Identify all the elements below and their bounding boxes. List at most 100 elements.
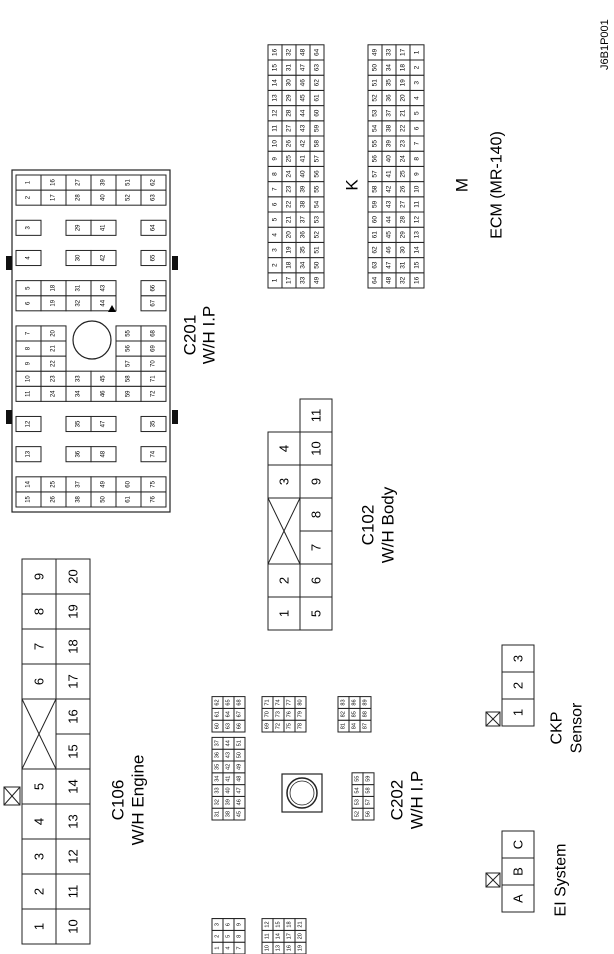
pin-cell <box>267 431 301 466</box>
pin-number: 3 <box>511 655 526 662</box>
pin-number: 58 <box>366 787 372 793</box>
c201-lock-tab <box>6 256 12 270</box>
pin-number: 18 <box>400 64 407 72</box>
pin-cell <box>40 325 67 342</box>
pin-number: 44 <box>226 740 232 746</box>
pin-number: 16 <box>414 276 421 284</box>
pin-cell <box>55 873 91 910</box>
pin-number: 13 <box>276 945 282 951</box>
pin-number: 45 <box>386 231 393 239</box>
pin-number: 27 <box>76 179 82 186</box>
pin-number: 41 <box>226 776 232 782</box>
pin-cell <box>294 696 307 709</box>
pin-number: 39 <box>101 179 107 186</box>
pin-number: 58 <box>126 375 132 382</box>
pin-number: 10 <box>265 945 271 951</box>
pin-number: 61 <box>126 495 132 502</box>
pin-number: 2 <box>26 195 32 199</box>
c202-connector: 2223242526272829301011121314151617181920… <box>211 696 427 954</box>
pin-number: 46 <box>101 390 107 397</box>
pin-number: 86 <box>352 699 358 705</box>
pin-number: 59 <box>366 776 372 782</box>
pin-number: 43 <box>101 284 107 291</box>
pin-number: 4 <box>277 445 292 452</box>
pin-number: 19 <box>298 945 304 951</box>
pin-number: 75 <box>287 723 293 729</box>
pin-number: 36 <box>215 752 221 758</box>
pin-number: 77 <box>287 699 293 705</box>
pin-cell <box>55 558 91 595</box>
pin-number: 28 <box>286 109 293 117</box>
pin-number: 12 <box>26 420 32 427</box>
pin-number: 26 <box>400 185 407 193</box>
pin-number: 69 <box>265 723 271 729</box>
pin-cell <box>309 44 325 61</box>
pin-number: 19 <box>400 79 407 87</box>
pin-number: 21 <box>400 109 407 117</box>
pin-number: 71 <box>151 375 157 382</box>
pin-number: 38 <box>76 495 82 502</box>
pin-number: 8 <box>32 608 47 615</box>
pin-number: 17 <box>287 933 293 939</box>
pin-number: 45 <box>101 375 107 382</box>
pin-number: 46 <box>237 799 243 805</box>
pin-number: 43 <box>226 752 232 758</box>
pin-number: 12 <box>66 849 81 863</box>
pin-number: 47 <box>386 261 393 269</box>
pin-number: 42 <box>226 764 232 770</box>
pin-number: 9 <box>309 478 324 485</box>
c102-name: C102 <box>359 505 378 546</box>
pin-number: 59 <box>126 390 132 397</box>
pin-number: 25 <box>400 170 407 178</box>
pin-number: 4 <box>272 233 279 237</box>
pin-number: 79 <box>298 711 304 717</box>
pin-cell <box>140 249 167 267</box>
pin-number: 43 <box>386 200 393 208</box>
pin-number: 42 <box>300 140 307 148</box>
pin-number: 69 <box>151 345 157 352</box>
pin-number: 72 <box>276 723 282 729</box>
pin-number: 42 <box>101 254 107 261</box>
pin-number: 7 <box>26 331 32 335</box>
pin-number: 64 <box>314 48 321 56</box>
pin-number: 59 <box>314 124 321 132</box>
pin-number: 4 <box>226 947 232 950</box>
pin-cell <box>501 857 535 886</box>
pin-cell <box>362 772 375 786</box>
pin-number: 66 <box>237 723 243 729</box>
pin-number: 34 <box>300 261 307 269</box>
pin-cell <box>21 908 57 945</box>
pin-number: 56 <box>366 811 372 817</box>
c201-lock-tab <box>172 256 178 270</box>
pin-number: 36 <box>386 94 393 102</box>
pin-number: 60 <box>215 723 221 729</box>
pin-number: 1 <box>277 610 292 617</box>
pin-cell <box>299 398 333 433</box>
pin-number: 26 <box>51 495 57 502</box>
pin-number: 21 <box>298 921 304 927</box>
pin-number: 37 <box>386 109 393 117</box>
pin-number: 10 <box>309 441 324 455</box>
pin-number: 21 <box>51 345 57 352</box>
pin-number: 31 <box>400 261 407 269</box>
pin-number: 60 <box>126 480 132 487</box>
pin-number: 58 <box>372 185 379 193</box>
pin-number: 53 <box>372 109 379 117</box>
pin-number: 14 <box>26 480 32 487</box>
pin-number: 17 <box>286 276 293 284</box>
pin-number: 15 <box>66 744 81 758</box>
pin-number: 15 <box>276 921 282 927</box>
pin-number: 35 <box>386 79 393 87</box>
ecm-k-label: K <box>343 179 362 191</box>
pin-cell <box>140 174 167 191</box>
pin-number: 52 <box>126 194 132 201</box>
pin-number: 9 <box>32 573 47 580</box>
pin-number: 25 <box>51 480 57 487</box>
pin-cell <box>294 918 307 931</box>
pin-number: 11 <box>309 409 324 423</box>
pin-number: 16 <box>287 945 293 951</box>
pin-number: 60 <box>314 109 321 117</box>
